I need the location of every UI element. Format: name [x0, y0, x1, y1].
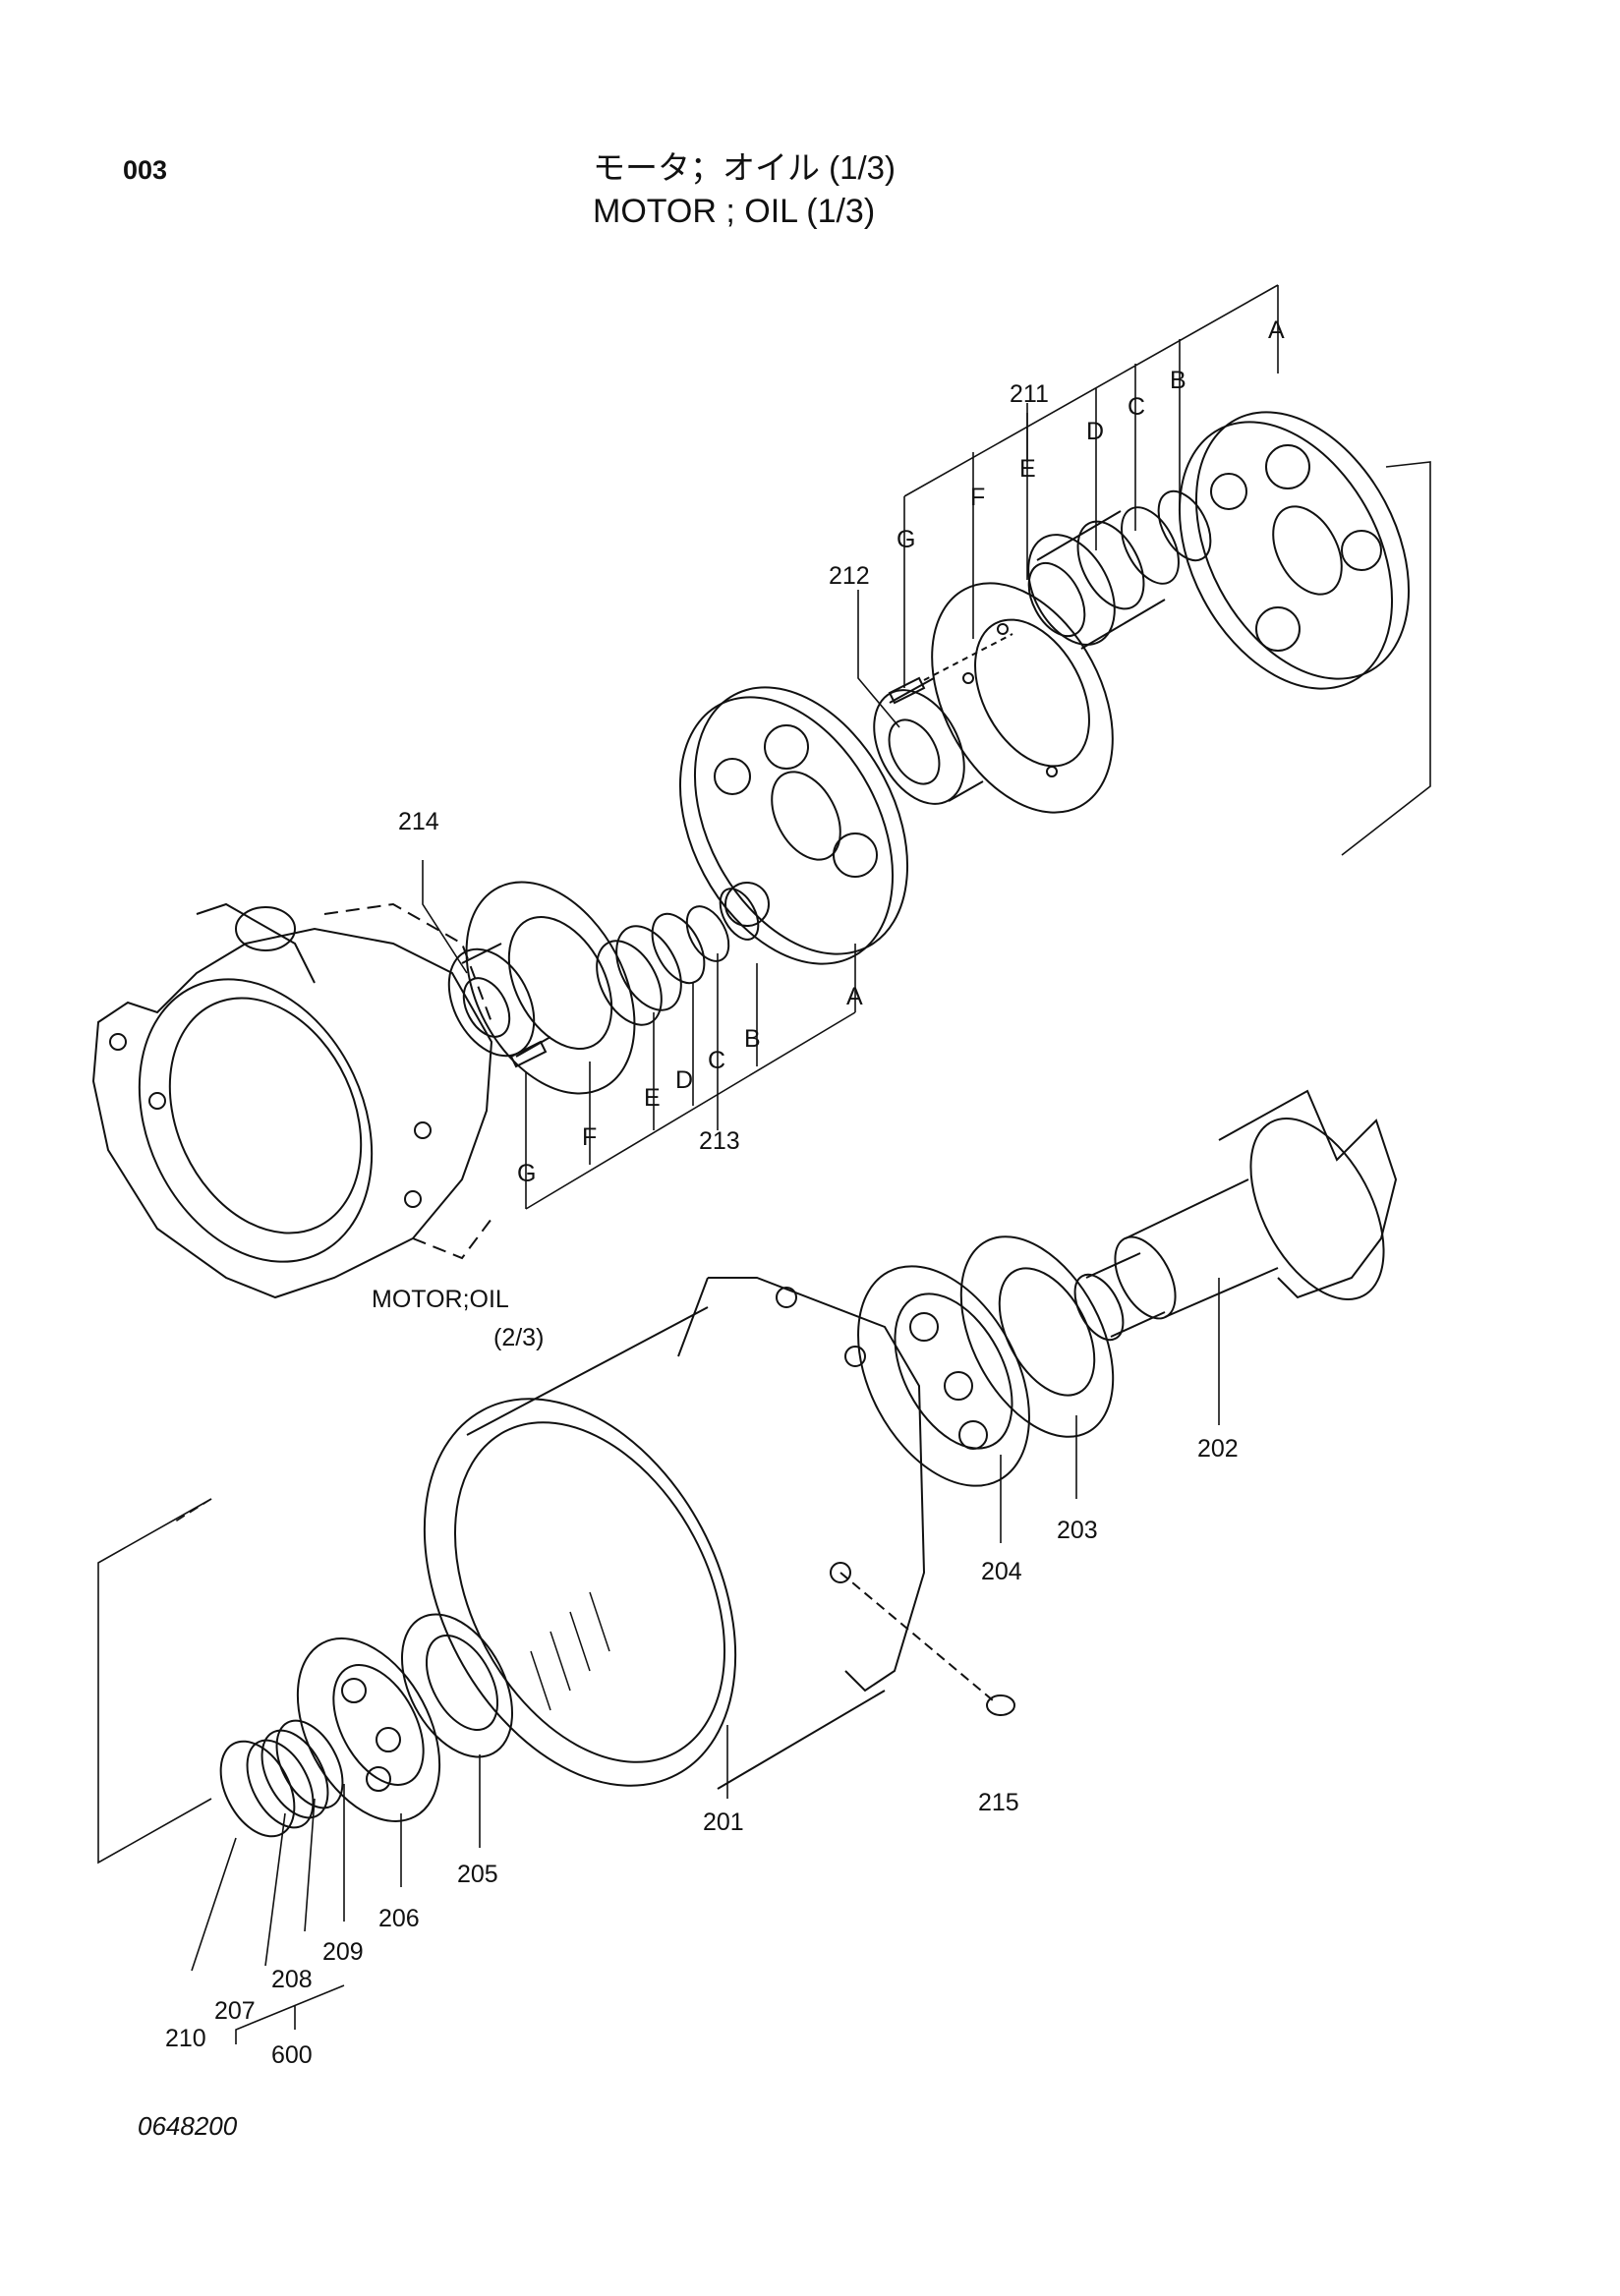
title-japanese: モータ；オイル (1/3) [593, 149, 897, 186]
letter-D-upper: D [1086, 418, 1105, 445]
letter-B-upper: B [1170, 367, 1186, 394]
callout-213: 213 [699, 1127, 740, 1155]
letter-G-upper: G [897, 526, 916, 553]
callout-209: 209 [322, 1938, 364, 1966]
snap-rings [205, 1709, 356, 1848]
letter-E-upper: E [1019, 455, 1036, 483]
drawing-number: 0648200 [138, 2111, 238, 2141]
callout-204: 204 [981, 1558, 1022, 1585]
letter-A-middle: A [846, 983, 863, 1010]
thrust-plate-middle [433, 853, 668, 1121]
motor-housing-ref [93, 904, 492, 1299]
reference-note-line1: MOTOR;OIL [372, 1286, 509, 1313]
title-english: MOTOR ; OIL (1/3) [593, 193, 876, 230]
callout-202: 202 [1197, 1435, 1239, 1463]
callout-212: 212 [829, 562, 870, 590]
letter-G-middle: G [517, 1160, 537, 1187]
callout-214: 214 [398, 808, 439, 835]
thrust-plate-upper [896, 552, 1150, 843]
callout-600: 600 [271, 2041, 313, 2069]
bearing-set-middle [584, 899, 737, 1036]
callout-203: 203 [1057, 1517, 1098, 1544]
callout-210: 210 [165, 2025, 206, 2052]
callout-207: 207 [214, 1997, 256, 2025]
letter-F-upper: F [970, 484, 986, 511]
bearing-set-upper [1011, 483, 1221, 660]
bolt-middle [511, 1042, 546, 1066]
bearing-204 [823, 1237, 1064, 1515]
letter-F-middle: F [582, 1123, 598, 1151]
letter-C-middle: C [708, 1047, 726, 1074]
bolt-upper [890, 634, 1012, 703]
page-number: 003 [123, 155, 168, 185]
reference-note-line2: (2/3) [493, 1324, 545, 1351]
leader-lines [98, 285, 1430, 2044]
seal-205 [379, 1596, 535, 1776]
callout-201: 201 [703, 1808, 744, 1836]
carrier-upper [1136, 375, 1452, 724]
letter-B-middle: B [744, 1025, 761, 1053]
letter-A-upper: A [1268, 316, 1285, 344]
bearing-206 [268, 1615, 468, 1846]
carrier-middle [637, 651, 951, 1000]
callout-206: 206 [378, 1905, 420, 1932]
callout-208: 208 [271, 1966, 313, 1993]
planet-gear-212 [856, 674, 983, 819]
callout-215: 215 [978, 1789, 1019, 1816]
callout-205: 205 [457, 1861, 498, 1888]
washer-middle [713, 883, 767, 946]
housing-201 [362, 1278, 924, 1839]
callout-211: 211 [1010, 380, 1049, 408]
letter-E-middle: E [644, 1084, 661, 1112]
output-shaft-202 [1065, 1091, 1411, 1348]
plug-215 [840, 1573, 1014, 1715]
letter-C-upper: C [1128, 393, 1146, 421]
letter-D-middle: D [675, 1066, 694, 1094]
